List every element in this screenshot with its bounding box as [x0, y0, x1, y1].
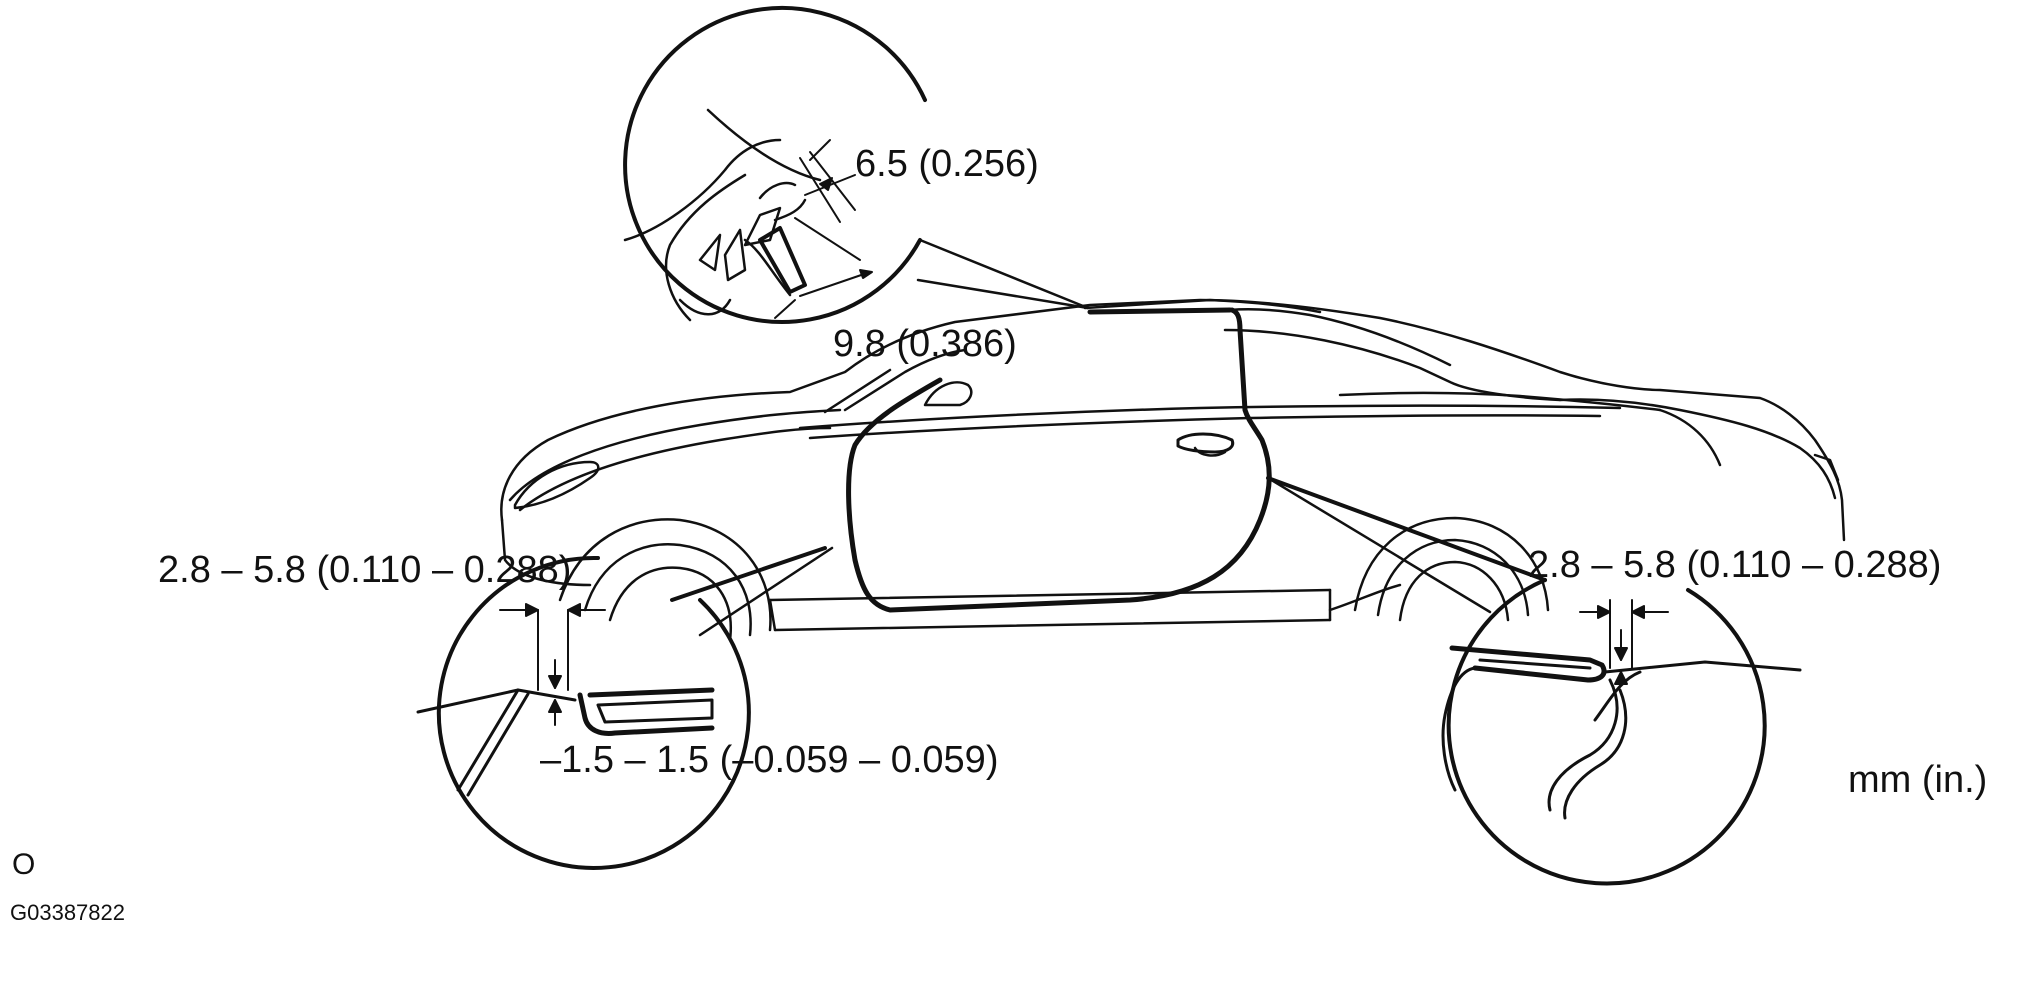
- front-dimension-arrows: [499, 603, 606, 726]
- front-flush-dimension-label: –1.5 – 1.5 (–0.059 – 0.059): [540, 739, 999, 781]
- roof-gap-dimension-label: 6.5 (0.256): [855, 143, 1039, 185]
- roof-flush-dimension-label: 9.8 (0.386): [833, 323, 1017, 365]
- rear-dimension-arrows: [1579, 599, 1669, 685]
- roof-rail-segment: [1087, 307, 1233, 315]
- door-outline: [846, 307, 1272, 613]
- figure-id: G03387822: [10, 900, 125, 925]
- rear-detail-hem: [1441, 645, 1802, 820]
- top-detail-callout: [623, 6, 1090, 324]
- front-gap-dimension-label: 2.8 – 5.8 (0.110 – 0.288): [158, 549, 572, 591]
- rear-gap-dimension-label: 2.8 – 5.8 (0.110 – 0.288): [1528, 544, 1942, 586]
- corner-mark: O: [12, 848, 36, 881]
- rear-wheel: [1353, 516, 1550, 622]
- front-detail-callout: [436, 546, 834, 870]
- top-dimension-arrows: [774, 139, 873, 319]
- rear-detail-callout: [1266, 476, 1767, 886]
- top-detail-seal: [623, 108, 822, 322]
- units-label: mm (in.): [1848, 759, 1988, 801]
- front-detail-hem: [416, 687, 715, 797]
- front-wheel: [558, 518, 772, 642]
